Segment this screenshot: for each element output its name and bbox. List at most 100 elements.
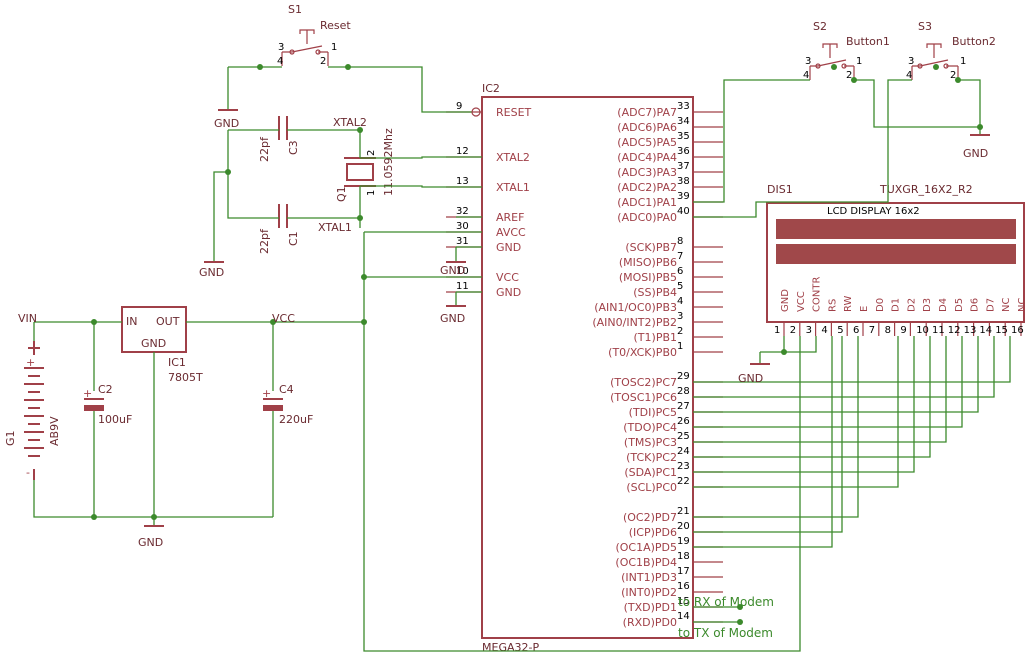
c2-plus-sign: + bbox=[83, 387, 92, 400]
g1-terminals bbox=[28, 341, 40, 480]
switch-s1-reset: S1 Reset 3 4 1 2 bbox=[277, 3, 351, 67]
battery-g1: + - G1 AB9V bbox=[4, 341, 61, 480]
s2-pin-4: 4 bbox=[803, 70, 809, 81]
s3-pin-4: 4 bbox=[906, 70, 912, 81]
lcd-value-label: TUXGR_16X2_R2 bbox=[879, 183, 973, 196]
mcu-right-pin-number: 21 bbox=[677, 506, 690, 517]
net-label-gnd: GND bbox=[963, 147, 988, 160]
mcu-left-pin-number: 10 bbox=[456, 266, 469, 277]
lcd-pin-name: NC bbox=[1017, 298, 1026, 312]
lcd-title-label: LCD DISPLAY 16x2 bbox=[827, 206, 920, 217]
mcu-right-pin-name: (SCL)PC0 bbox=[626, 481, 677, 494]
junction bbox=[257, 64, 263, 70]
c4-ref-label: C4 bbox=[279, 383, 294, 396]
lcd-pin-number: 1 bbox=[774, 325, 780, 336]
mcu-right-pin-name: (ADC5)PA5 bbox=[617, 136, 677, 149]
mcu-right-pin-name: (ADC7)PA7 bbox=[617, 106, 677, 119]
mcu-right-pin-number: 24 bbox=[677, 446, 690, 457]
mcu-right-pin-number: 20 bbox=[677, 521, 690, 532]
lcd-pin-number: 15 bbox=[995, 325, 1008, 336]
junction bbox=[225, 169, 231, 175]
c2-value-label: 100uF bbox=[98, 413, 132, 426]
net-label-vin: VIN bbox=[18, 312, 37, 325]
mcu-left-pin-number: 11 bbox=[456, 281, 469, 292]
s1-pin-2: 2 bbox=[320, 56, 326, 67]
mcu-right-pin-number: 17 bbox=[677, 566, 690, 577]
wire-lcd-bus bbox=[693, 336, 1011, 548]
wire-power-left bbox=[363, 216, 801, 652]
s2-value-label: Button1 bbox=[846, 35, 890, 48]
mcu-right-pin-number: 34 bbox=[677, 116, 690, 127]
junction bbox=[361, 319, 367, 325]
g1-minus-sign: - bbox=[26, 466, 30, 479]
wire-reset bbox=[227, 66, 472, 113]
junction bbox=[270, 319, 276, 325]
lcd-pin-number: 8 bbox=[885, 325, 891, 336]
crystal-q1: Q1 11.0592Mhz 2 1 bbox=[335, 128, 395, 202]
c2-plate-neg bbox=[84, 405, 104, 411]
net-label-xtal2: XTAL2 bbox=[333, 116, 367, 129]
mcu-right-pin-number: 36 bbox=[677, 146, 690, 157]
c1-value-label: 22pf bbox=[258, 228, 271, 254]
mcu-right-pin-number: 26 bbox=[677, 416, 690, 427]
wire-modem bbox=[693, 606, 740, 623]
mcu-right-pin-number: 2 bbox=[677, 326, 683, 337]
s1-contact-a bbox=[289, 49, 295, 55]
mcu-left-pin-name: GND bbox=[496, 241, 521, 254]
s2-contact-a bbox=[815, 63, 821, 69]
mcu-right-pin-name: (SDA)PC1 bbox=[624, 466, 677, 479]
mcu-right-pin-name: (TMS)PC3 bbox=[624, 436, 677, 449]
mcu-right-pin-name: (RXD)PD0 bbox=[623, 616, 677, 629]
wires bbox=[33, 66, 1011, 652]
mcu-right-pin-number: 27 bbox=[677, 401, 690, 412]
ic1-pin-out: OUT bbox=[156, 315, 180, 328]
q1-electrodes bbox=[344, 157, 376, 187]
lcd-pin-name: NC bbox=[1001, 298, 1012, 312]
s1-body bbox=[282, 29, 328, 53]
mcu-right-pin-number: 22 bbox=[677, 476, 690, 487]
ic1-ref-label: IC1 bbox=[168, 356, 186, 369]
mcu-left-pin-name: XTAL2 bbox=[496, 151, 530, 164]
lcd-pins: 1GND2VCC3CONTR4RS5RW6E7D08D19D210D311D41… bbox=[774, 277, 1026, 336]
mcu-right-pin-name: (MISO)PB6 bbox=[619, 256, 677, 269]
q1-crystal-body bbox=[346, 163, 374, 181]
lcd-pin-name: D6 bbox=[970, 298, 981, 312]
lcd-pin-number: 16 bbox=[1011, 325, 1024, 336]
junction bbox=[851, 77, 857, 83]
s2-body bbox=[810, 43, 854, 67]
c4-value-label: 220uF bbox=[279, 413, 313, 426]
switch-s3-button2: S3 Button2 3 4 1 2 bbox=[906, 20, 996, 81]
c1-plates bbox=[278, 204, 288, 228]
mcu-right-pin-name: (T0/XCK)PB0 bbox=[608, 346, 677, 359]
mcu-left-pin-name: AVCC bbox=[496, 226, 526, 239]
mcu-right-pin-name: (TXD)PD1 bbox=[624, 601, 677, 614]
junction bbox=[955, 77, 961, 83]
mcu-right-pin-number: 35 bbox=[677, 131, 690, 142]
lcd-row-2 bbox=[776, 244, 1016, 264]
junction bbox=[781, 349, 787, 355]
mcu-right-pin-number: 4 bbox=[677, 296, 683, 307]
lcd-pin-number: 9 bbox=[900, 325, 906, 336]
g1-ref-label: G1 bbox=[4, 430, 17, 446]
s3-value-label: Button2 bbox=[952, 35, 996, 48]
gnd-symbols bbox=[144, 109, 990, 527]
mcu-right-pin-name: (ICP)PD6 bbox=[629, 526, 677, 539]
note-tx-modem: to TX of Modem bbox=[678, 626, 773, 640]
note-rx-modem: to RX of Modem bbox=[678, 595, 774, 609]
lcd-pin-name: D4 bbox=[938, 298, 949, 312]
lcd-pin-name: D7 bbox=[985, 298, 996, 312]
net-label-vcc: VCC bbox=[272, 312, 295, 325]
wire-supply bbox=[33, 321, 364, 526]
net-label-gnd: GND bbox=[738, 372, 763, 385]
lcd-pin-name: D2 bbox=[906, 298, 917, 312]
lcd-pin-name: E bbox=[859, 306, 870, 312]
c1-ref-label: C1 bbox=[287, 231, 300, 246]
net-labels: GND GND GND GND GND GND GND VIN VCC XTAL… bbox=[18, 116, 988, 640]
lcd-pin-number: 7 bbox=[869, 325, 875, 336]
mcu-right-pin-number: 5 bbox=[677, 281, 683, 292]
junction bbox=[357, 215, 363, 221]
lcd-display-dis1: DIS1 TUXGR_16X2_R2 LCD DISPLAY 16x2 1GND… bbox=[766, 183, 1026, 336]
mcu-right-pin-name: (TOSC2)PC7 bbox=[610, 376, 677, 389]
lcd-pin-name: D5 bbox=[954, 298, 965, 312]
capacitor-c4: + C4 220uF bbox=[262, 383, 313, 426]
